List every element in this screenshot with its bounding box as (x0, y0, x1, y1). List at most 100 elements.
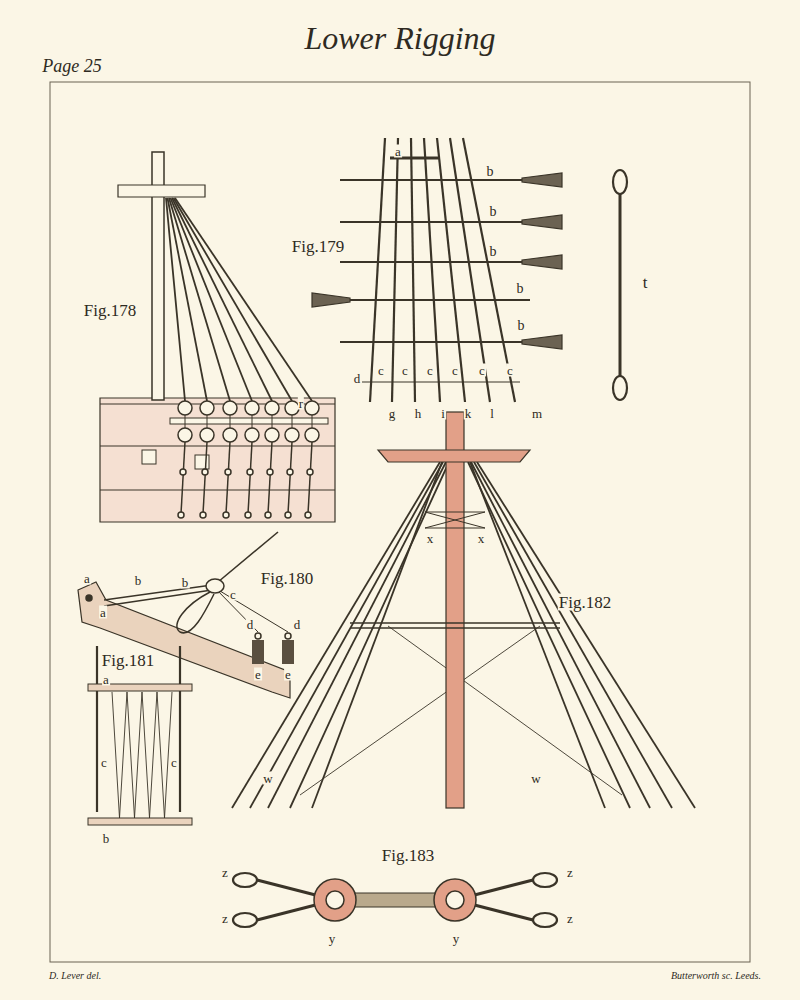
rope-line (425, 512, 485, 528)
chain-bolt (245, 512, 251, 518)
ring (285, 633, 291, 639)
rope-line (290, 462, 449, 808)
post (282, 640, 294, 664)
rope-line (470, 462, 605, 808)
part-letter: a (99, 606, 107, 619)
rope-line (362, 381, 520, 382)
part-letter: b (134, 574, 143, 587)
part-letter: w (262, 772, 273, 785)
part-letter: c (401, 364, 409, 377)
rope-line (350, 627, 560, 629)
deadeye (285, 428, 299, 442)
rope-line (232, 462, 440, 808)
part-letter: z (566, 866, 574, 879)
part-letter: w (530, 772, 541, 785)
chain-bolt (265, 512, 271, 518)
deadeye (200, 401, 214, 415)
post (252, 640, 264, 664)
deadeye (178, 428, 192, 442)
rod-brush (522, 215, 562, 229)
figure-label: Fig.181 (101, 652, 155, 669)
lacing (112, 692, 172, 818)
rope-line (370, 138, 385, 402)
figure-label: Fig.180 (260, 570, 314, 587)
chain-bolt (200, 512, 206, 518)
strop (352, 893, 438, 907)
part-letter: l (489, 407, 495, 420)
part-letter: x (426, 532, 435, 545)
rope-line (181, 442, 185, 514)
bolt-hole (86, 595, 92, 601)
rope-line (250, 462, 443, 808)
part-letter: z (221, 912, 229, 925)
chain-link (202, 469, 208, 475)
rope-line (203, 442, 207, 514)
mast (446, 412, 464, 808)
eye-splice (233, 913, 257, 927)
port-window (142, 450, 156, 464)
rope-line (411, 138, 415, 402)
beam (78, 582, 290, 698)
part-letter: b (489, 205, 498, 219)
rope-line (340, 261, 522, 263)
rope-line (424, 138, 440, 402)
part-letter: a (83, 572, 91, 585)
ship-hull (100, 398, 335, 522)
rope-line (350, 622, 560, 624)
rope-line (350, 299, 530, 301)
eye-splice (613, 376, 627, 400)
chain-link (267, 469, 273, 475)
part-letter: h (414, 407, 423, 420)
chain-link (225, 469, 231, 475)
part-letter: b (102, 832, 111, 845)
chain-link (307, 469, 313, 475)
chain-link (247, 469, 253, 475)
rope-line (340, 341, 522, 343)
part-letter: d (353, 372, 362, 385)
rope-line (104, 590, 212, 606)
deadeye (314, 879, 356, 921)
channel (170, 418, 328, 424)
deadeye (305, 401, 319, 415)
rope-line (174, 198, 293, 401)
figure-label: Fig.183 (381, 847, 435, 864)
deadeye (223, 428, 237, 442)
rope-line (425, 528, 485, 529)
figure-label: Fig.179 (291, 238, 345, 255)
engraver-credit: Butterworth sc. Leeds. (670, 971, 762, 981)
rod-brush (522, 173, 562, 187)
rope-line (226, 442, 230, 514)
rope-line (340, 221, 522, 223)
deadeye (245, 428, 259, 442)
chain-bolt (223, 512, 229, 518)
rope-line (175, 198, 312, 401)
rope-line (215, 588, 288, 632)
rope-line (425, 512, 485, 513)
part-letter: c (100, 756, 108, 769)
part-letter: b (181, 576, 190, 589)
part-letter: b (486, 165, 495, 179)
deadeye (434, 879, 476, 921)
deadeye (305, 428, 319, 442)
deadeye (200, 428, 214, 442)
part-letter: c (377, 364, 385, 377)
rope-line (96, 646, 98, 812)
rod-brush (522, 335, 562, 349)
deadeye (265, 401, 279, 415)
plate-title: Lower Rigging (304, 22, 495, 54)
rope-line (388, 626, 622, 795)
part-letter: e (254, 668, 262, 681)
chain-link (287, 469, 293, 475)
rod-brush (312, 293, 350, 307)
ring (255, 633, 261, 639)
part-letter: c (170, 756, 178, 769)
eye-splice (233, 873, 257, 887)
part-letter: b (517, 319, 526, 333)
rope-line (171, 198, 253, 401)
page-number: Page 25 (41, 57, 102, 75)
rope-line (463, 138, 515, 402)
rope-line (179, 646, 181, 812)
rope-line (425, 512, 485, 528)
part-letter: r (298, 397, 304, 410)
